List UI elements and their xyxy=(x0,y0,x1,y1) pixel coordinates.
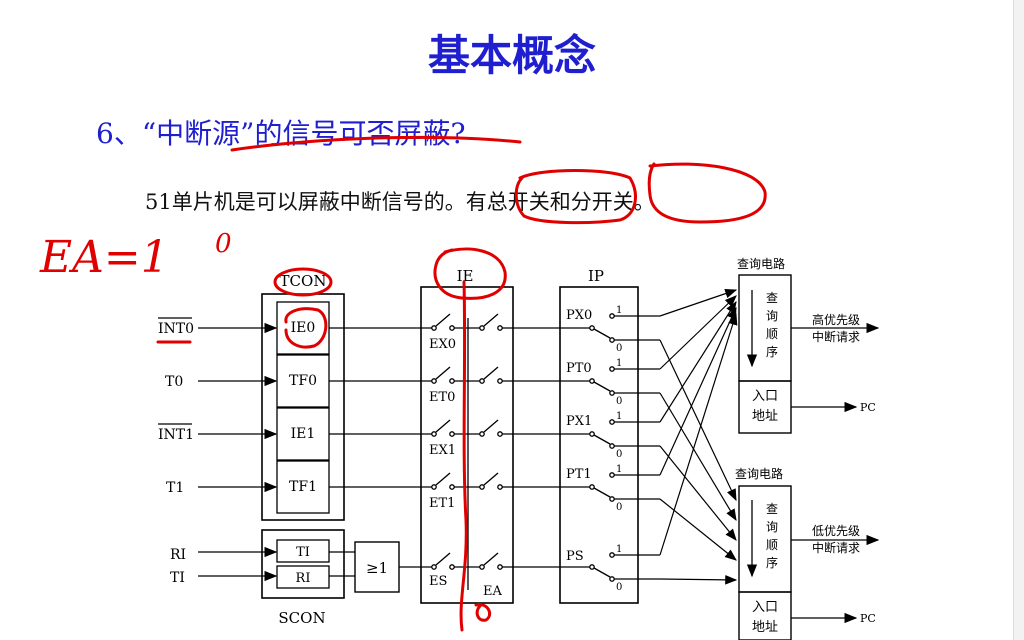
query-order-text: 查 询 顺 序 xyxy=(766,502,778,570)
ip-bit-label: PT0 xyxy=(566,361,592,376)
ie-bit-label: ET1 xyxy=(429,496,455,511)
tcon-label: TCON xyxy=(280,272,327,290)
entry-address-line: 地址 xyxy=(752,409,778,424)
input-label: T1 xyxy=(166,480,184,496)
ie-to-ip-lines xyxy=(502,327,590,568)
pc-label: PC xyxy=(860,612,876,625)
svg-text:1: 1 xyxy=(616,305,622,316)
svg-text:顺: 顺 xyxy=(766,327,778,341)
svg-text:0: 0 xyxy=(616,502,622,513)
scon-flag: RI xyxy=(296,571,311,586)
svg-text:1: 1 xyxy=(616,464,622,475)
slide-title: 基本概念 xyxy=(427,31,596,80)
svg-text:查: 查 xyxy=(766,502,778,516)
svg-text:序: 序 xyxy=(766,344,778,359)
slide-description: 51单片机是可以屏蔽中断信号的。有总开关和分开关。 xyxy=(145,190,655,214)
svg-text:询: 询 xyxy=(766,309,778,323)
query-circuit-label: 查询电路 xyxy=(737,256,785,271)
ie-bit-label: ET0 xyxy=(429,390,455,405)
tcon-flag: IE0 xyxy=(291,320,316,336)
ie-label: IE xyxy=(457,267,474,285)
entry-address-line: 入口 xyxy=(752,389,778,404)
ie0-circle xyxy=(284,307,328,349)
scon-label: SCON xyxy=(278,609,325,627)
svg-text:0: 0 xyxy=(616,396,622,407)
input-label: INT0 xyxy=(158,321,194,337)
query-order-text: 查 询 顺 序 xyxy=(766,291,778,359)
svg-text:0: 0 xyxy=(616,449,622,460)
ip-bit-label: PT1 xyxy=(566,467,592,482)
input-label: TI xyxy=(170,570,185,586)
ip-bit-label: PX0 xyxy=(566,308,592,323)
main-switch-circle xyxy=(514,169,637,225)
scrollbar[interactable] xyxy=(1013,0,1024,640)
low-priority-label: 低优先级 xyxy=(812,524,860,538)
ip-contact-labels: 1 0 1 0 1 0 1 0 1 0 xyxy=(616,305,622,593)
svg-text:1: 1 xyxy=(616,544,622,555)
svg-text:1: 1 xyxy=(616,411,622,422)
tcon-flag: IE1 xyxy=(291,426,316,442)
priority-routing-lines xyxy=(659,288,738,585)
tcon-to-ie-lines xyxy=(329,327,432,577)
svg-text:0: 0 xyxy=(616,343,622,354)
svg-text:0: 0 xyxy=(616,582,622,593)
sub-switch-circle xyxy=(647,162,767,224)
ip-label: IP xyxy=(588,267,604,285)
low-priority-label: 中断请求 xyxy=(812,540,860,555)
entry-address-line: 地址 xyxy=(752,620,778,635)
ea-line xyxy=(459,280,468,632)
svg-text:查: 查 xyxy=(766,291,778,305)
red-annotations xyxy=(156,135,767,632)
ea-label: EA xyxy=(483,584,502,599)
high-priority-label: 高优先级 xyxy=(812,312,860,327)
input-label: T0 xyxy=(165,374,183,390)
ie-switches xyxy=(431,313,503,590)
tcon-circle xyxy=(273,267,333,297)
svg-text:序: 序 xyxy=(766,555,778,570)
query-circuit-label: 查询电路 xyxy=(735,466,783,481)
ie-bit-label: EX1 xyxy=(429,443,456,458)
high-priority-label: 中断请求 xyxy=(812,329,860,344)
ip-bit-label: PS xyxy=(566,549,584,564)
scon-flag: TI xyxy=(296,545,310,560)
svg-text:1: 1 xyxy=(616,358,622,369)
ip-box xyxy=(559,286,639,604)
handwritten-ea-note: EA=1 xyxy=(39,232,169,283)
ie-bit-label: ES xyxy=(429,574,447,589)
question-underline xyxy=(230,135,522,152)
scon-box xyxy=(261,529,345,599)
tcon-flag: TF1 xyxy=(289,479,317,495)
entry-address-low xyxy=(738,591,792,640)
ea-bottom-mark xyxy=(474,603,492,622)
svg-text:顺: 顺 xyxy=(766,538,778,552)
ie-circle xyxy=(433,247,507,300)
or-gate-label: ≥1 xyxy=(366,559,388,577)
ip-bit-label: PX1 xyxy=(566,414,592,429)
input-label: INT1 xyxy=(158,427,194,443)
input-label: RI xyxy=(170,547,186,563)
ie-bit-label: EX0 xyxy=(429,337,456,352)
tcon-flag: TF0 xyxy=(289,373,317,389)
pc-label: PC xyxy=(860,401,876,414)
ip-switches xyxy=(589,313,660,582)
handwritten-zero-note: 0 xyxy=(215,229,232,259)
svg-text:询: 询 xyxy=(766,520,778,534)
ie-box xyxy=(420,286,514,604)
entry-address-line: 入口 xyxy=(752,600,778,615)
